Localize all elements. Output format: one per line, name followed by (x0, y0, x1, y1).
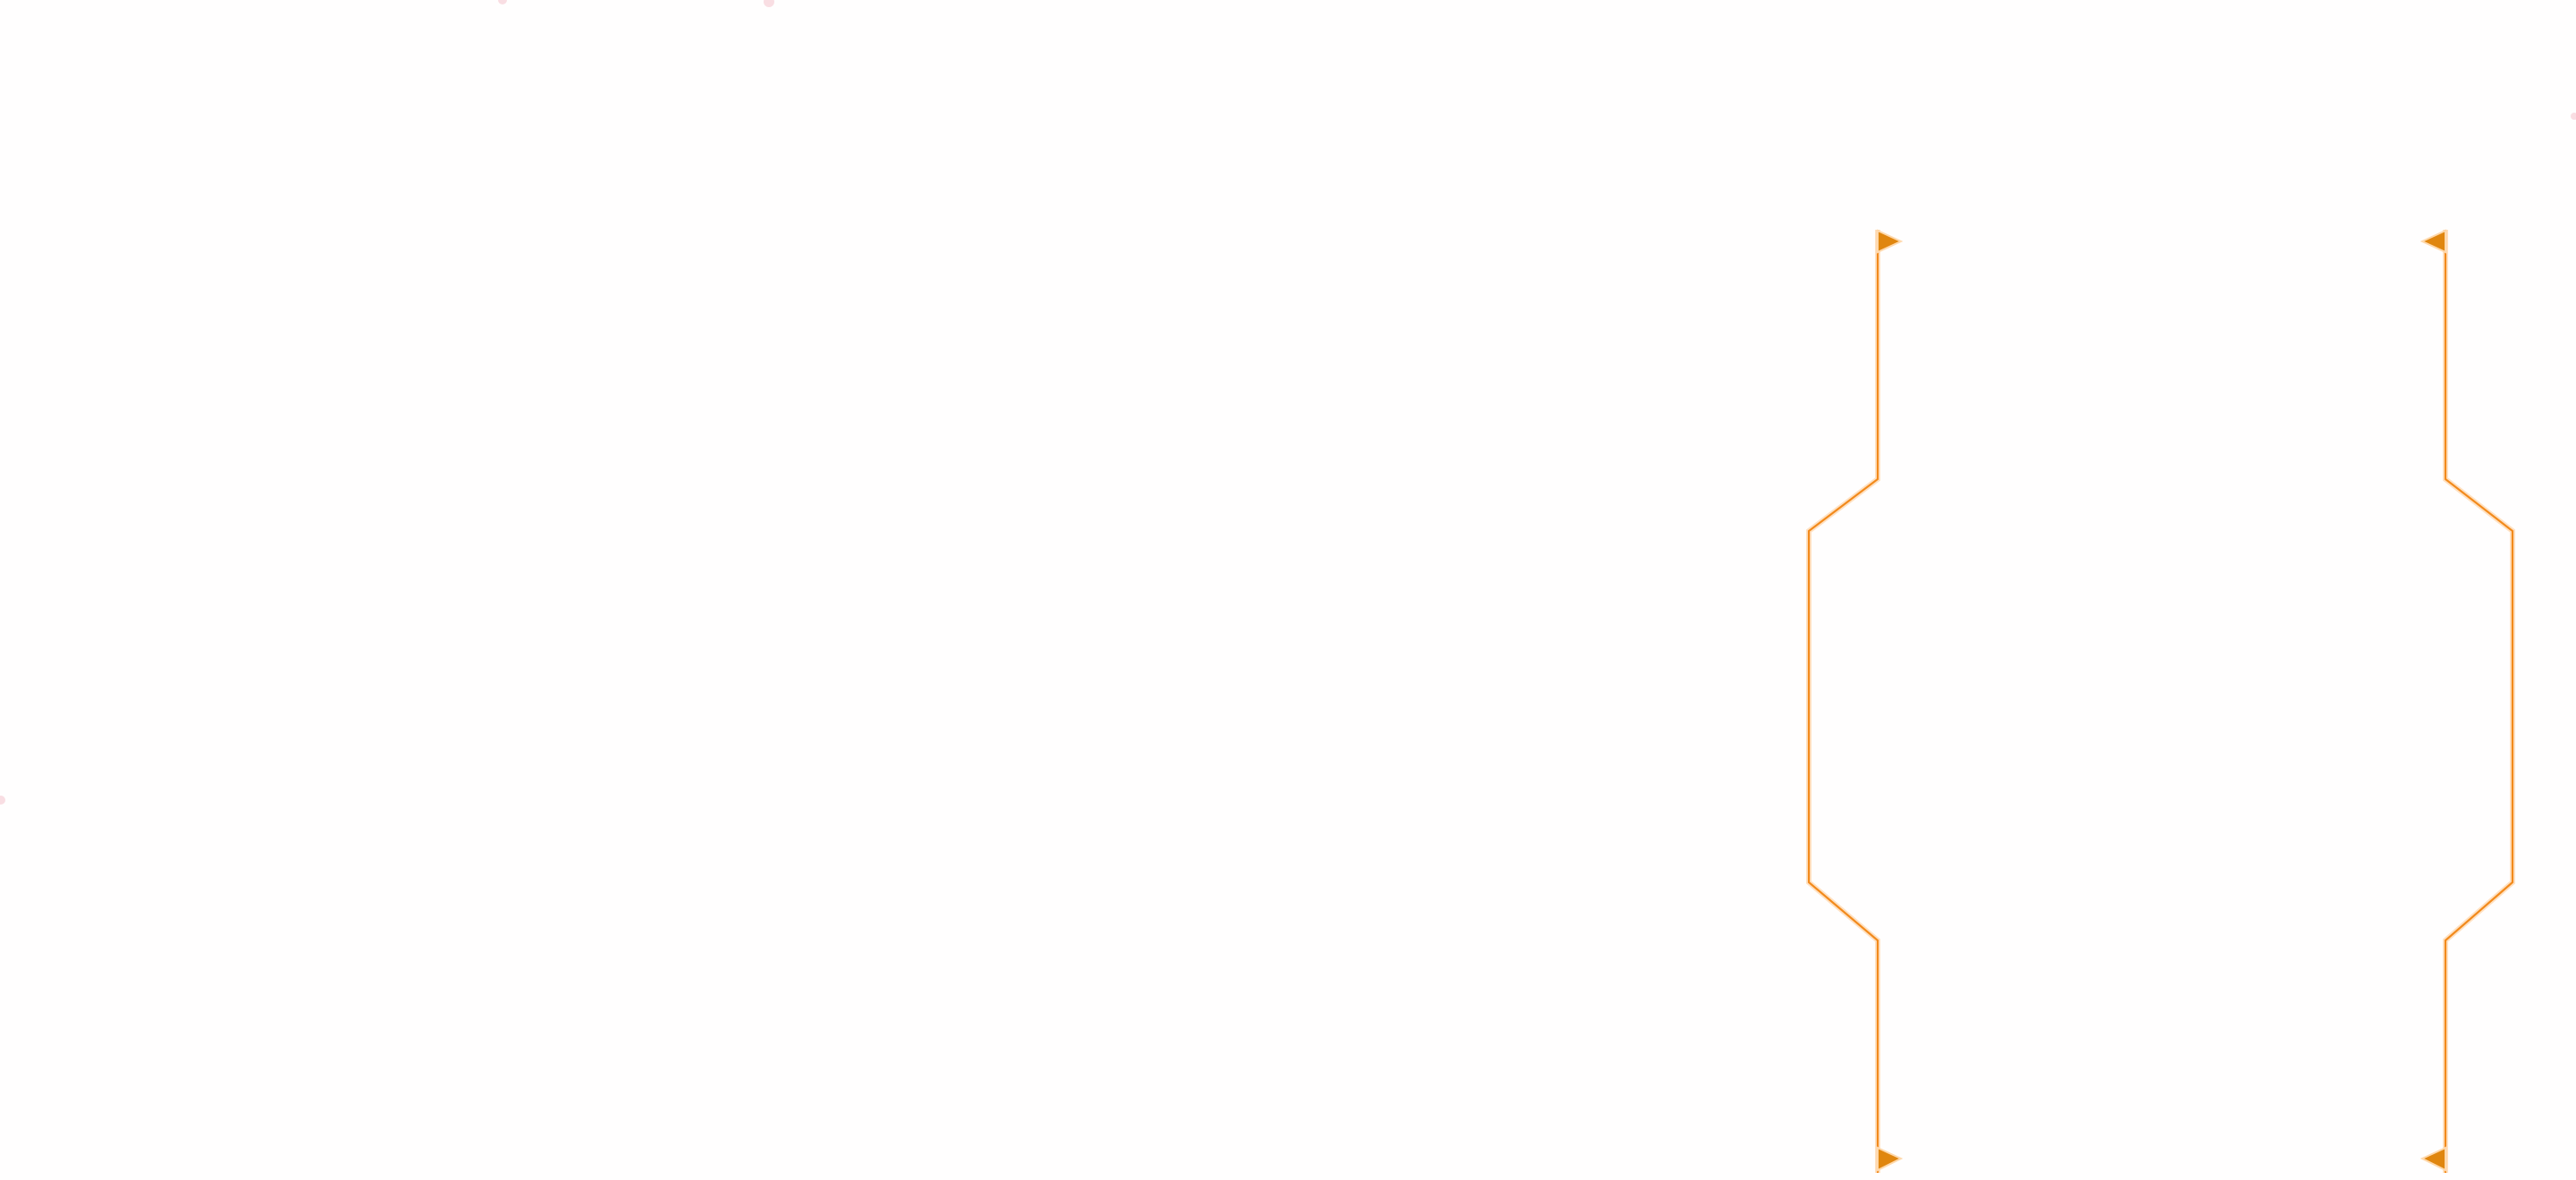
edge-speck-top-1 (498, 0, 507, 4)
edge-speck-right (2571, 113, 2576, 120)
edge-speck-top-2 (764, 0, 774, 7)
top-left-pointer-icon[interactable] (1877, 229, 1904, 254)
right-bracket[interactable] (2443, 230, 2515, 1173)
bottom-right-pointer-icon[interactable] (2420, 1146, 2446, 1172)
top-right-pointer-icon[interactable] (2420, 229, 2446, 254)
left-bracket[interactable] (1806, 230, 1880, 1173)
edge-speck-left (0, 796, 5, 805)
bottom-left-pointer-icon[interactable] (1877, 1146, 1904, 1172)
